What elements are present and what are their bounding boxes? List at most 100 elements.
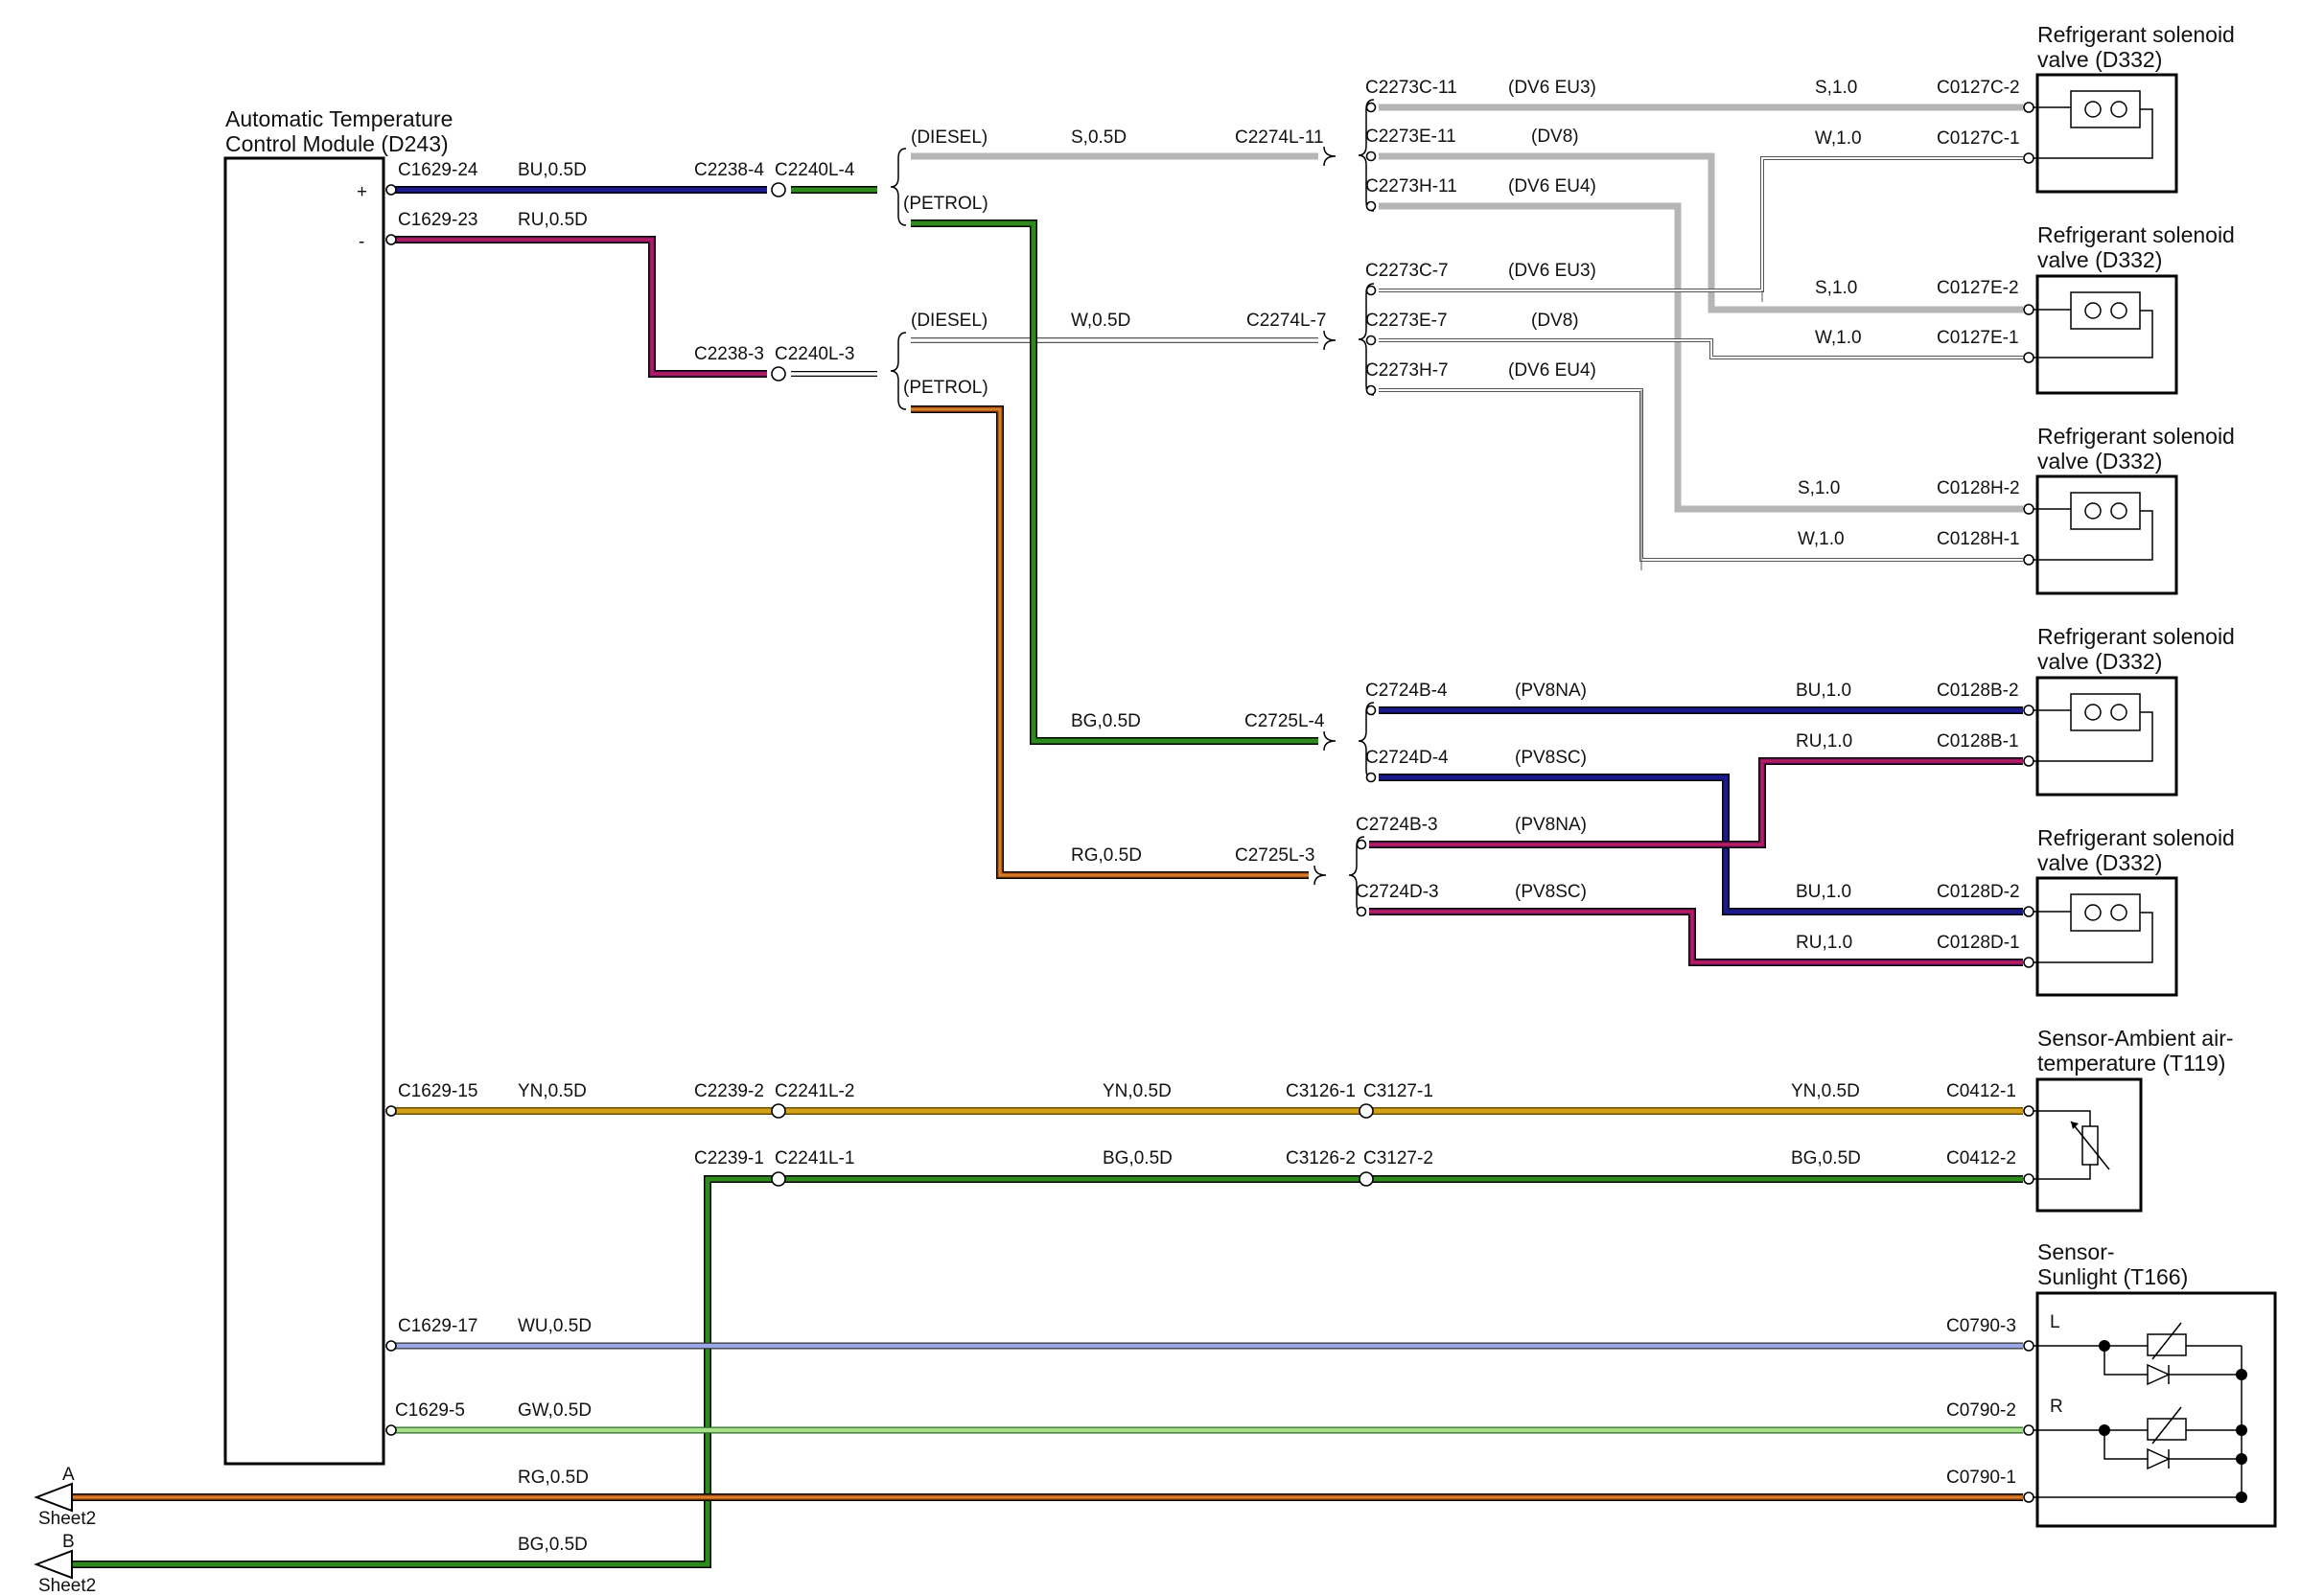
wire-bg-sensor xyxy=(72,1175,2023,1568)
label-c0127c-2: C0127C-2 xyxy=(1937,78,2020,98)
ambient-temperature-sensor xyxy=(2034,1077,2143,1213)
label-c2241l-1: C2241L-1 xyxy=(775,1148,854,1168)
label-w-05d: W,0.5D xyxy=(1071,311,1130,331)
label-c3127-2: C3127-2 xyxy=(1363,1148,1433,1168)
sun-pin-l: L xyxy=(2050,1312,2060,1332)
label-petrol-2: (PETROL) xyxy=(903,378,988,398)
valve-4 xyxy=(2034,676,2178,797)
label-c0127e-2: C0127E-2 xyxy=(1937,278,2019,298)
sheet-a-link[interactable]: Sheet2 xyxy=(38,1509,96,1529)
sheet-b-link[interactable]: Sheet2 xyxy=(38,1576,96,1596)
label-bg-05d-b: BG,0.5D xyxy=(1103,1148,1173,1168)
label-c0790-1: C0790-1 xyxy=(1946,1468,2016,1488)
sun-pin-r: R xyxy=(2050,1397,2063,1417)
sheet-b-arrow-icon[interactable] xyxy=(34,1549,73,1580)
label-ru-05d: RU,0.5D xyxy=(518,210,588,230)
wires xyxy=(72,104,2023,1568)
sheet-a-letter: A xyxy=(62,1465,75,1485)
valve1-title-2: valve (D332) xyxy=(2037,47,2162,72)
label-c3127-1: C3127-1 xyxy=(1363,1081,1433,1101)
valve-2 xyxy=(2034,274,2178,395)
valve2-title-1: Refrigerant solenoid xyxy=(2037,222,2235,247)
valve5-title-2: valve (D332) xyxy=(2037,850,2162,875)
label-rg-05d-a: RG,0.5D xyxy=(1071,845,1142,866)
label-c2241l-2: C2241L-2 xyxy=(775,1081,854,1101)
label-c1629-5: C1629-5 xyxy=(395,1400,465,1421)
valve4-title-1: Refrigerant solenoid xyxy=(2037,624,2235,649)
label-c2274l-11: C2274L-11 xyxy=(1235,127,1324,148)
valve-1 xyxy=(2034,73,2178,194)
label-c3126-2: C3126-2 xyxy=(1286,1148,1356,1168)
label-rg-05d-b: RG,0.5D xyxy=(518,1468,589,1488)
label-c2239-2: C2239-2 xyxy=(694,1081,764,1101)
sun-title-1: Sensor- xyxy=(2037,1239,2115,1264)
sheet-a-arrow-icon[interactable] xyxy=(34,1482,73,1513)
label-c2274l-7: C2274L-7 xyxy=(1246,311,1326,331)
valve-3 xyxy=(2034,474,2178,595)
label-c2724b-4: C2724B-4 xyxy=(1365,681,1448,701)
label-w-10-b: W,1.0 xyxy=(1815,328,1862,348)
valve3-title-2: valve (D332) xyxy=(2037,449,2162,474)
temperature-control-module: Automatic Temperature Control Module (D2… xyxy=(223,106,453,1466)
label-c3126-1: C3126-1 xyxy=(1286,1081,1356,1101)
label-c2240l-3: C2240L-3 xyxy=(775,344,854,364)
label-s-10-c: S,1.0 xyxy=(1798,478,1840,498)
label-c1629-24: C1629-24 xyxy=(398,160,478,180)
label-bu-05d: BU,0.5D xyxy=(518,160,587,180)
module-minus: - xyxy=(359,232,364,252)
label-c2725l-4: C2725L-4 xyxy=(1244,711,1325,731)
label-yn-05d-b: YN,0.5D xyxy=(1103,1081,1172,1101)
module-plus: + xyxy=(357,182,367,202)
label-c2273e-7: C2273E-7 xyxy=(1365,311,1448,331)
label-dv8-a: (DV8) xyxy=(1531,127,1579,147)
label-c0127c-1: C0127C-1 xyxy=(1937,128,2020,149)
label-diesel-1: (DIESEL) xyxy=(911,127,988,148)
component-titles: Refrigerant solenoid valve (D332) Refrig… xyxy=(2037,22,2235,1417)
label-c1629-23: C1629-23 xyxy=(398,210,477,230)
label-c2273c-7: C2273C-7 xyxy=(1365,261,1449,281)
label-dv8-b: (DV8) xyxy=(1531,311,1579,331)
label-s-10-b: S,1.0 xyxy=(1815,278,1857,298)
sheet-references: A Sheet2 B Sheet2 xyxy=(34,1465,96,1596)
wire-labels: C1629-24 BU,0.5D C1629-23 RU,0.5D C2238-… xyxy=(395,78,2020,1555)
label-wu-05d: WU,0.5D xyxy=(518,1316,592,1336)
label-s-05d: S,0.5D xyxy=(1071,127,1127,148)
label-c1629-15: C1629-15 xyxy=(398,1081,477,1101)
label-dv6eu3-a: (DV6 EU3) xyxy=(1508,78,1596,98)
label-pv8sc-b: (PV8SC) xyxy=(1515,882,1587,902)
valve1-title-1: Refrigerant solenoid xyxy=(2037,22,2235,47)
ambient-title-1: Sensor-Ambient air- xyxy=(2037,1026,2234,1051)
label-c2239-1: C2239-1 xyxy=(694,1148,764,1168)
label-c0412-1: C0412-1 xyxy=(1946,1081,2016,1101)
label-c2240l-4: C2240L-4 xyxy=(775,160,855,180)
label-c0128b-2: C0128B-2 xyxy=(1937,681,2019,701)
label-bu-10-a: BU,1.0 xyxy=(1796,681,1851,701)
label-bg-05d-c: BG,0.5D xyxy=(1791,1148,1861,1168)
label-diesel-2: (DIESEL) xyxy=(911,311,988,331)
label-dv6eu4-b: (DV6 EU4) xyxy=(1508,360,1596,381)
sunlight-sensor xyxy=(2034,1291,2277,1528)
label-c0128d-1: C0128D-1 xyxy=(1937,933,2020,953)
label-c2238-4: C2238-4 xyxy=(694,160,764,180)
label-c2273c-11: C2273C-11 xyxy=(1365,78,1457,98)
label-ru-10-b: RU,1.0 xyxy=(1796,933,1852,953)
label-w-10-a: W,1.0 xyxy=(1815,128,1862,149)
label-c0127e-1: C0127E-1 xyxy=(1937,328,2019,348)
valve-5 xyxy=(2034,876,2178,997)
label-bg-05d-a: BG,0.5D xyxy=(1071,711,1141,731)
wire-bg-0.5d xyxy=(911,220,1318,745)
sheet-b-letter: B xyxy=(62,1532,75,1552)
label-c2724d-3: C2724D-3 xyxy=(1356,882,1439,902)
label-c0128b-1: C0128B-1 xyxy=(1937,731,2019,752)
label-c0790-2: C0790-2 xyxy=(1946,1400,2016,1421)
valve2-title-2: valve (D332) xyxy=(2037,247,2162,272)
valve5-title-1: Refrigerant solenoid xyxy=(2037,825,2235,850)
label-w-10-c: W,1.0 xyxy=(1798,529,1845,549)
label-petrol-1: (PETROL) xyxy=(903,194,988,214)
label-c2238-3: C2238-3 xyxy=(694,344,764,364)
label-gw-05d: GW,0.5D xyxy=(518,1400,592,1421)
label-dv6eu4-a: (DV6 EU4) xyxy=(1508,176,1596,197)
valve4-title-2: valve (D332) xyxy=(2037,649,2162,674)
label-c2724d-4: C2724D-4 xyxy=(1365,748,1449,768)
